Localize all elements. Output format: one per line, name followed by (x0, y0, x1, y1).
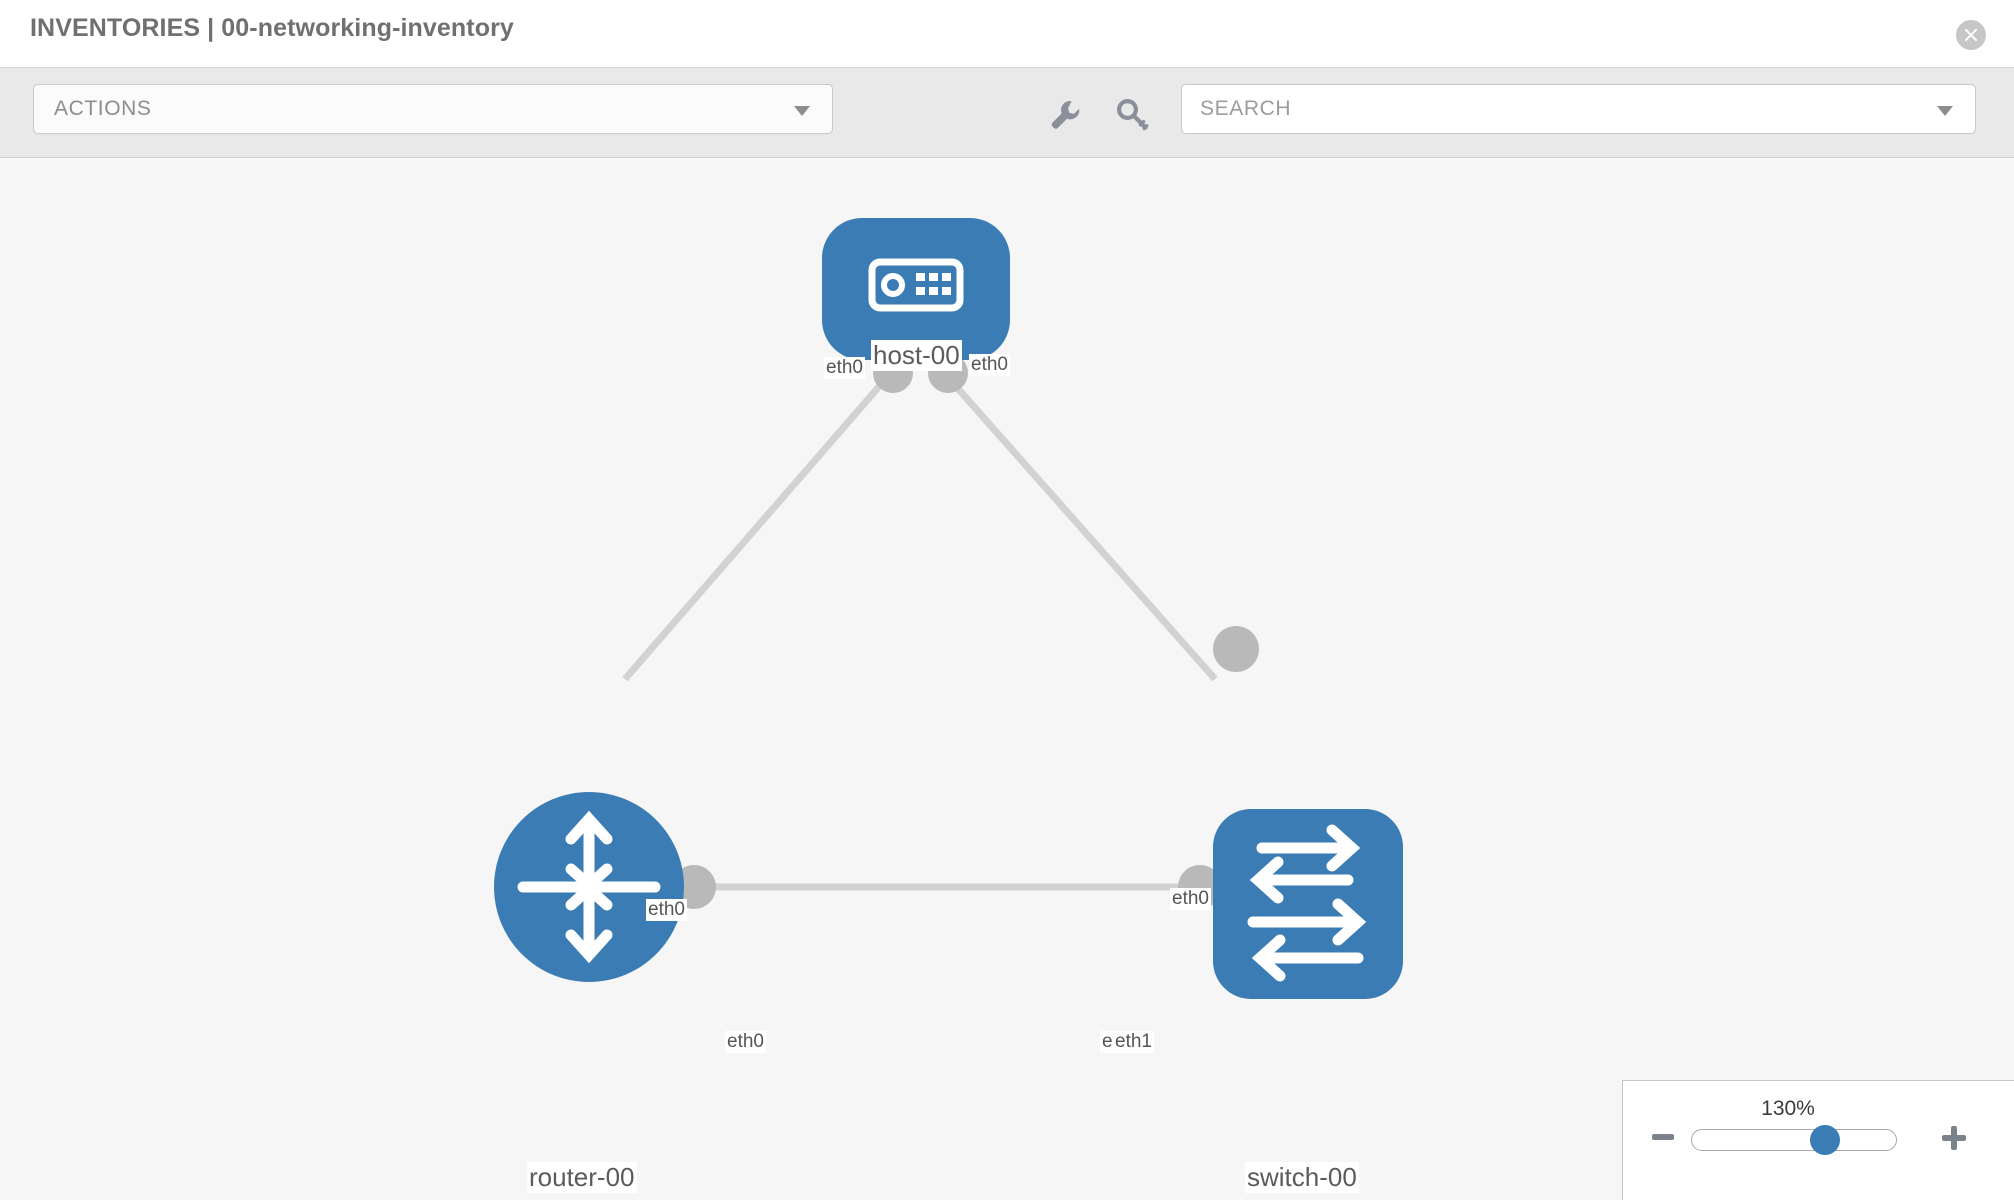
iface-label-host-left: eth0 (824, 357, 865, 379)
search-placeholder: SEARCH (1200, 97, 1292, 120)
search-input[interactable]: SEARCH (1181, 84, 1976, 134)
page-title: INVENTORIES | 00-networking-inventory (30, 14, 514, 42)
iface-label-switch-left-front: eth1 (1113, 1031, 1154, 1053)
node-host-00[interactable] (822, 218, 1010, 360)
router-arrows-icon (517, 810, 661, 964)
topology-canvas[interactable]: host-00 router-00 switch-00 eth0 eth0 et… (0, 159, 2014, 1200)
iface-label-host-right: eth0 (969, 354, 1010, 376)
chevron-down-icon (794, 106, 810, 116)
zoom-slider-track[interactable] (1691, 1129, 1897, 1151)
server-icon (868, 258, 964, 312)
node-label-router: router-00 (527, 1162, 637, 1193)
link-host-switch[interactable] (942, 371, 1218, 682)
zoom-control: 130% (1622, 1080, 2014, 1200)
topology-graph (494, 218, 1403, 999)
chevron-down-icon[interactable] (1937, 106, 1953, 116)
zoom-in-button[interactable] (1941, 1125, 1967, 1151)
node-switch-00[interactable] (1213, 809, 1403, 999)
key-icon[interactable] (1114, 96, 1150, 132)
node-label-switch: switch-00 (1245, 1162, 1359, 1193)
zoom-percent-label: 130% (1761, 1097, 1815, 1120)
wrench-icon[interactable] (1046, 96, 1082, 132)
zoom-out-button[interactable] (1651, 1125, 1675, 1149)
node-label-host: host-00 (871, 340, 962, 371)
zoom-slider-thumb[interactable] (1810, 1125, 1840, 1155)
switch-arrows-icon (1247, 824, 1367, 982)
close-icon[interactable] (1956, 20, 1986, 50)
iface-label-switch-up: eth0 (1170, 888, 1211, 910)
page-header: INVENTORIES | 00-networking-inventory (0, 0, 2014, 68)
node-router-00[interactable] (494, 792, 684, 982)
actions-dropdown[interactable]: ACTIONS (33, 84, 833, 134)
iface-label-router-up: eth0 (646, 899, 687, 921)
link-host-router[interactable] (622, 371, 893, 682)
endpoint-switch-top[interactable] (1213, 626, 1259, 672)
actions-dropdown-label: ACTIONS (54, 97, 152, 120)
iface-label-router-right: eth0 (725, 1031, 766, 1053)
